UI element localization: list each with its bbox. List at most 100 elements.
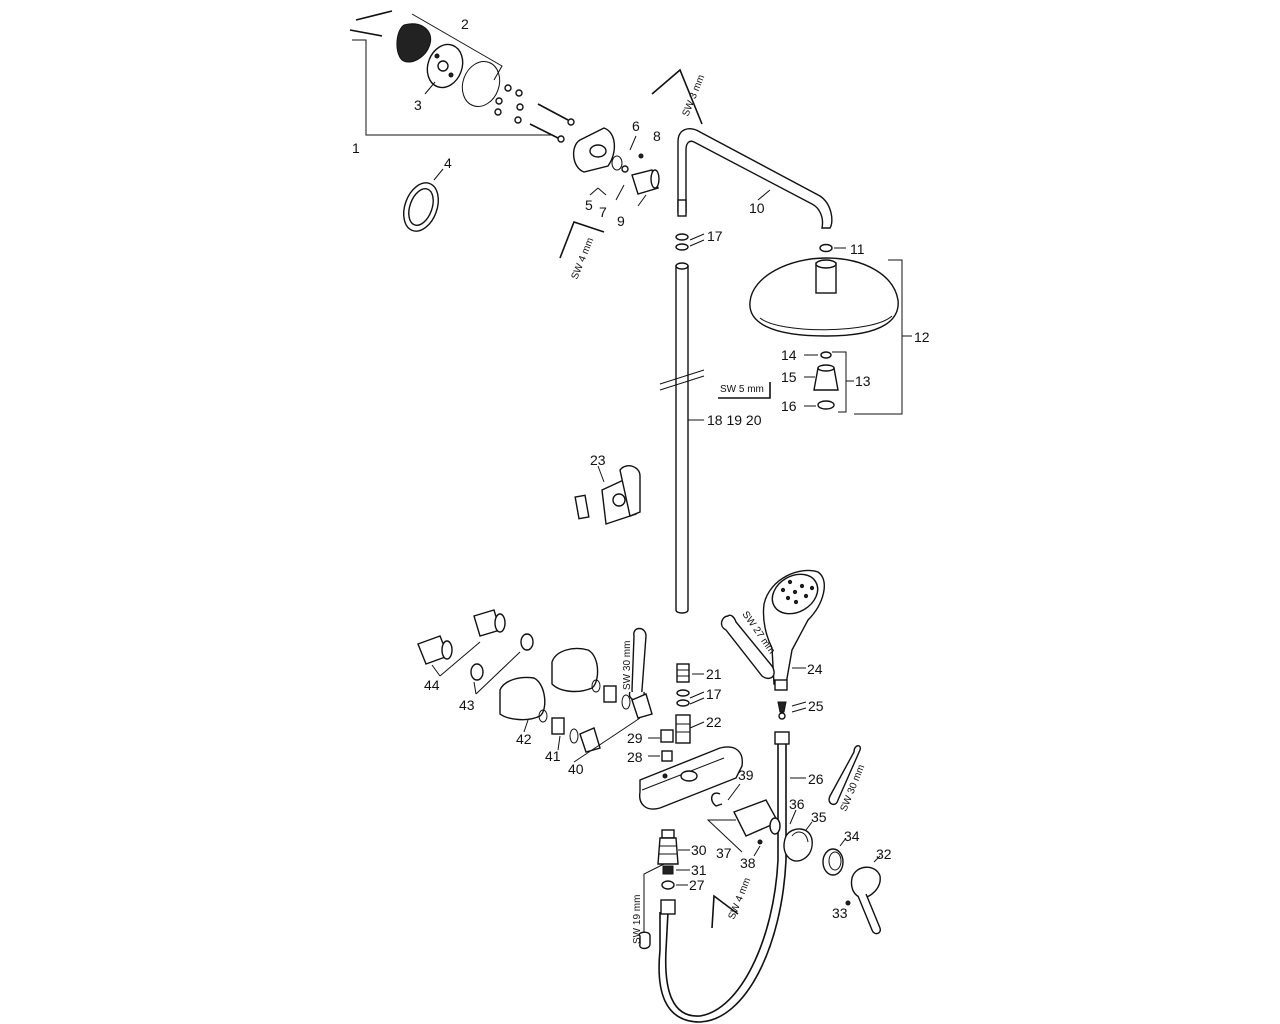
hose-line-outer: [664, 744, 779, 1017]
leader-5: [597, 187, 607, 196]
o-ring-bottom: [675, 243, 689, 251]
leader-39: [727, 783, 741, 801]
label-36: 36: [789, 796, 805, 812]
flange-hole: [448, 72, 454, 78]
head-washer: [819, 243, 833, 253]
diverter-ring-rim: [791, 831, 809, 843]
plug: [660, 729, 674, 743]
spray-nozzle: [799, 583, 805, 589]
leader-40: [573, 717, 641, 763]
wrench-30mm-left: SW 30 mm: [622, 627, 647, 701]
ball-joint-washer: [817, 400, 835, 410]
label-26: 26: [808, 771, 824, 787]
flow-limiter: [777, 701, 787, 713]
bracket-12: [854, 259, 903, 415]
rosette-upper: [551, 647, 599, 693]
riser-connector-rings: [676, 723, 690, 733]
allen-key-4mm-bottom: SW 4 mm: [711, 876, 753, 929]
leader-44: [431, 664, 441, 677]
hand-shower: [762, 569, 826, 720]
cartridge-ring: [661, 880, 675, 890]
leader-43: [473, 681, 477, 695]
nut: [494, 108, 502, 116]
riser-connector: [675, 714, 691, 744]
o-ring-top: [675, 233, 689, 241]
label-23: 23: [590, 452, 606, 468]
head-shower-joint-top: [815, 259, 837, 269]
label-16: 16: [781, 398, 797, 414]
leader-38: [753, 845, 761, 857]
label-38: 38: [740, 855, 756, 871]
label-12: 12: [914, 329, 930, 345]
seal: [538, 709, 548, 723]
screw-head: [567, 118, 575, 126]
part-labels: 1 2 3 4 5 6 7 8 9 10 11 12 13 14 15 16 1…: [352, 16, 930, 921]
grub-screw: [621, 165, 629, 173]
spray-nozzle: [785, 595, 791, 601]
screw: [529, 123, 559, 139]
shower-arm: [677, 128, 833, 229]
check-valve: [676, 663, 690, 683]
wrench-30mm-right: SW 30 mm: [828, 745, 867, 813]
nut: [514, 116, 522, 124]
handle-knob: [850, 866, 881, 899]
screw-head: [557, 135, 565, 143]
slider-clamp: [619, 465, 641, 517]
elbow-end: [650, 169, 660, 189]
leader-2: [411, 13, 503, 81]
leader-6: [629, 135, 637, 151]
threaded-rod: [349, 29, 383, 37]
union-nut: [631, 693, 653, 719]
label-41: 41: [545, 748, 561, 764]
label-2: 2: [461, 16, 469, 32]
thermostat-screw: [662, 773, 668, 779]
leader-17a: [689, 239, 705, 247]
leader-32: [873, 855, 881, 863]
break-mark: [659, 375, 705, 391]
rosette-lower: [499, 676, 546, 721]
label-9: 9: [617, 213, 625, 229]
label-21: 21: [706, 666, 722, 682]
label-35: 35: [811, 809, 827, 825]
filter-insert: [551, 717, 565, 735]
diverter-end: [769, 817, 781, 835]
diverter-group: [706, 783, 882, 935]
gasket: [621, 694, 631, 710]
shower-arm-pipe: [677, 128, 833, 229]
leader-7: [615, 184, 625, 201]
check-nut: [470, 663, 484, 681]
wrench-19mm: SW 19 mm: [632, 863, 665, 950]
threaded-rod: [355, 10, 393, 21]
eccentric-upper-end: [441, 640, 453, 660]
leader-36: [789, 809, 797, 825]
break-mark: [659, 369, 705, 385]
nut: [504, 84, 512, 92]
tool-label-sw4a: SW 4 mm: [570, 236, 597, 281]
mounting-plate: [396, 23, 432, 63]
label-11: 11: [850, 241, 865, 257]
spray-nozzle: [793, 599, 799, 605]
label-42: 42: [516, 731, 532, 747]
leader-4: [433, 168, 444, 181]
thermostat-port: [680, 770, 698, 782]
hose-nut-bottom: [660, 899, 676, 915]
thermo-cartridge: [657, 829, 690, 890]
label-14: 14: [781, 347, 797, 363]
head-shower: [749, 243, 912, 415]
seal-ring: [611, 155, 623, 171]
leader-10: [757, 189, 771, 201]
spray-nozzle: [787, 579, 793, 585]
wrench-shape: [828, 745, 862, 806]
cartridge-rings: [659, 845, 677, 855]
label-3: 3: [414, 97, 422, 113]
label-29: 29: [627, 730, 643, 746]
label-31: 31: [691, 862, 707, 878]
cover-disc-inner: [408, 188, 434, 226]
leader-35: [805, 821, 813, 831]
leader-43: [475, 651, 521, 695]
leader-42: [523, 719, 529, 733]
wrench-shape: [720, 614, 775, 680]
label-17-bottom: 17: [706, 686, 722, 702]
leader-25: [791, 707, 807, 713]
